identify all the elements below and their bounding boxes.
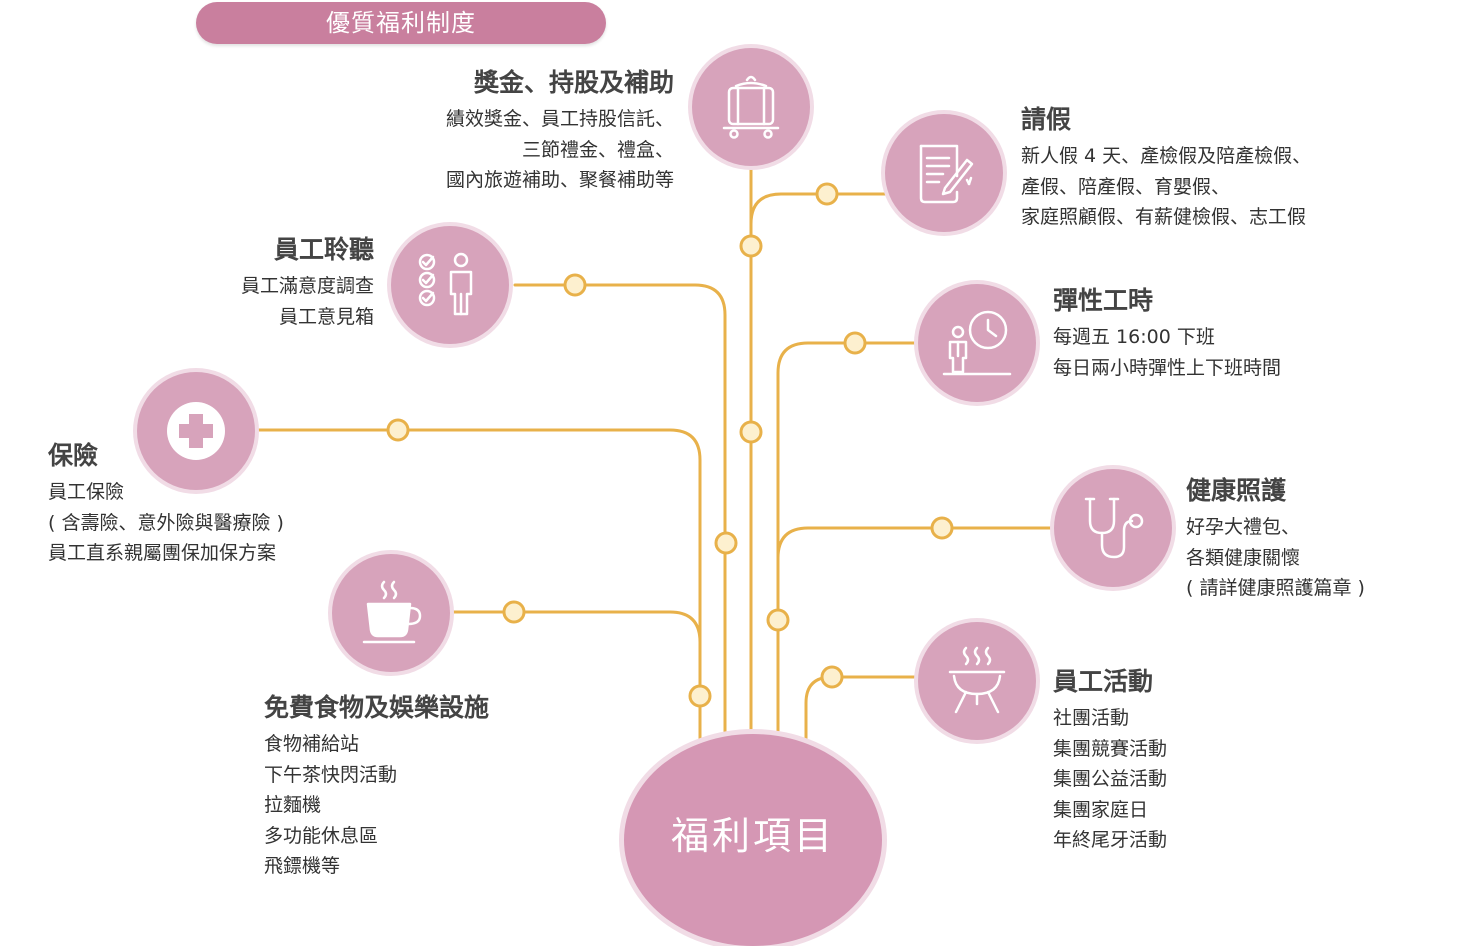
food-icon-circle (332, 554, 450, 672)
section-title: 優質福利制度 (196, 2, 606, 44)
listening-icon-circle (391, 226, 509, 344)
connector-insurance (253, 428, 702, 747)
category-line: 新人假 4 天、產檢假及陪產檢假、 (1021, 145, 1312, 167)
grill-icon (948, 646, 1006, 714)
category-line: 每日兩小時彈性上下班時間 (1053, 356, 1282, 379)
leave-icon-circle (885, 114, 1003, 232)
category-line: 好孕大禮包、 (1186, 516, 1301, 538)
junction-node (563, 273, 587, 297)
junction-node (843, 331, 867, 355)
connector-leave (749, 192, 887, 226)
category-line: 績效獎金、員工持股信託、 (445, 108, 674, 130)
activities-icon-circle (918, 622, 1036, 740)
connector-flextime (776, 341, 920, 747)
bonus-icon-circle (692, 48, 810, 166)
category-line: ( 請詳健康照護篇章 ) (1186, 577, 1365, 599)
junction-node (386, 418, 410, 442)
category-line: 家庭照顧假、有薪健檢假、志工假 (1021, 206, 1307, 228)
health-icon-circle (1054, 469, 1172, 587)
category-bonus: 獎金、持股及補助 績效獎金、員工持股信託、 三節禮金、禮盒、 國內旅遊補助、聚餐… (394, 66, 674, 196)
category-title: 員工聆聽 (273, 235, 374, 264)
category-line: 產假、陪產假、育嬰假、 (1021, 175, 1231, 198)
category-line: 社團活動 (1053, 707, 1130, 729)
connector-listening (513, 283, 727, 747)
category-line: 飛鏢機等 (264, 855, 341, 877)
junction-node (714, 531, 738, 555)
category-line: 員工保險 (48, 481, 125, 503)
checklist-person-icon (418, 252, 473, 316)
connector-activities (804, 675, 920, 747)
form-pen-icon (919, 144, 974, 204)
category-activities: 員工活動 社團活動 集團競賽活動 集團公益活動 集團家庭日 年終尾牙活動 (1053, 665, 1253, 856)
junction-node (820, 665, 844, 689)
category-title: 彈性工時 (1053, 286, 1154, 315)
category-line: 下午茶快閃活動 (264, 763, 398, 786)
category-line: 食物補給站 (264, 733, 360, 755)
junction-node (739, 234, 763, 258)
category-line: 國內旅遊補助、聚餐補助等 (445, 169, 674, 191)
category-health: 健康照護 好孕大禮包、 各類健康關懷 ( 請詳健康照護篇章 ) (1186, 474, 1406, 604)
category-title: 請假 (1021, 105, 1072, 134)
connector-food (451, 610, 702, 747)
category-line: ( 含壽險、意外險與醫療險 ) (48, 511, 284, 534)
category-line: 每週五 16:00 下班 (1053, 326, 1215, 348)
category-line: 拉麵機 (264, 794, 322, 816)
category-food: 免費食物及娛樂設施 食物補給站 下午茶快閃活動 拉麵機 多功能休息區 飛鏢機等 (264, 691, 564, 882)
category-leave: 請假 新人假 4 天、產檢假及陪產檢假、 產假、陪產假、育嬰假、 家庭照顧假、有… (1021, 103, 1381, 233)
insurance-icon-circle (137, 372, 255, 490)
category-line: 各類健康關懷 (1186, 546, 1301, 569)
category-line: 三節禮金、禮盒、 (521, 138, 674, 161)
coffee-cup-icon (362, 580, 422, 644)
stethoscope-icon (1084, 497, 1144, 559)
category-listening: 員工聆聽 員工滿意度調查 員工意見箱 (200, 233, 374, 332)
hub-circle: 福利項目 (624, 734, 882, 946)
category-line: 年終尾牙活動 (1053, 829, 1168, 851)
clock-person-icon (942, 310, 1012, 376)
category-line: 員工意見箱 (278, 305, 374, 328)
luggage-cart-icon (722, 75, 780, 139)
junction-node (766, 608, 790, 632)
category-title: 健康照護 (1186, 476, 1287, 505)
category-title: 員工活動 (1053, 667, 1154, 696)
junction-node (502, 600, 526, 624)
medical-cross-icon (167, 402, 225, 460)
junction-node (739, 420, 763, 444)
junction-node (930, 516, 954, 540)
category-line: 多功能休息區 (264, 824, 379, 847)
category-line: 員工直系親屬團保加保方案 (48, 542, 277, 564)
connector-health (776, 526, 1056, 560)
category-title: 保險 (48, 441, 99, 470)
category-line: 員工滿意度調查 (240, 275, 374, 297)
flextime-icon-circle (918, 284, 1036, 402)
category-line: 集團家庭日 (1053, 798, 1149, 821)
junction-node (815, 182, 839, 206)
junction-node (688, 684, 712, 708)
category-flextime: 彈性工時 每週五 16:00 下班 每日兩小時彈性上下班時間 (1053, 284, 1353, 383)
category-line: 集團競賽活動 (1053, 737, 1168, 760)
category-insurance: 保險 員工保險 ( 含壽險、意外險與醫療險 ) 員工直系親屬團保加保方案 (48, 439, 348, 569)
category-title: 免費食物及娛樂設施 (264, 693, 490, 722)
category-title: 獎金、持股及補助 (473, 68, 674, 97)
category-line: 集團公益活動 (1053, 768, 1168, 790)
